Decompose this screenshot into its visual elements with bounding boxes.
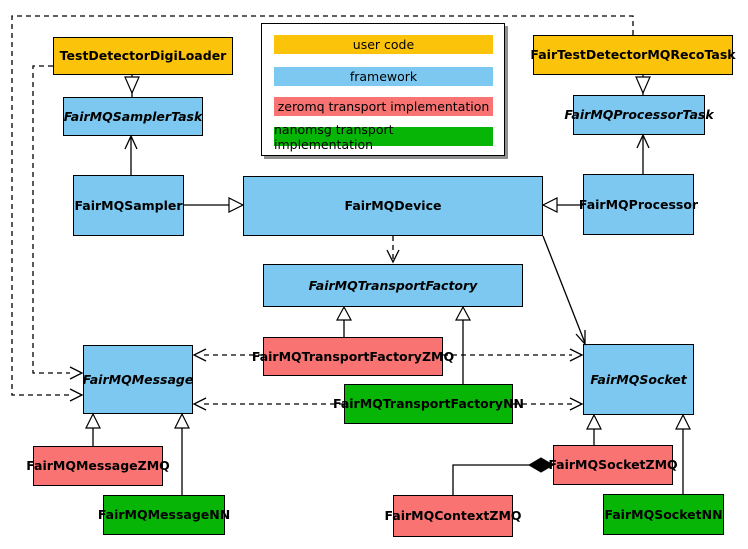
edge-factoryzmq-socket	[443, 348, 584, 362]
node-fairmq-message: FairMQMessage	[83, 345, 193, 414]
legend-item-framework: framework	[274, 67, 493, 86]
open-arrow-icon	[386, 249, 400, 264]
edge-messagenn-message	[174, 412, 190, 495]
hollow-triangle-icon	[675, 413, 691, 430]
node-fairmq-sampler-task: FairMQSamplerTask	[63, 97, 203, 136]
node-test-detector-digi-loader: TestDetectorDigiLoader	[53, 37, 233, 75]
hollow-triangle-icon	[228, 197, 245, 213]
edge-factoryzmq-factory	[335, 305, 353, 337]
edge-processor-device	[541, 197, 583, 213]
node-fairmq-socket: FairMQSocket	[583, 344, 694, 415]
legend-label: nanomsg transport implementation	[274, 121, 394, 152]
node-fairmq-socket-nn: FairMQSocketNN	[603, 494, 724, 535]
edge-device-factory	[386, 236, 400, 264]
edge-factorynn-message	[192, 397, 344, 411]
edge-recotask-processortask	[635, 75, 651, 95]
hollow-triangle-icon	[174, 412, 190, 429]
open-arrow-icon	[575, 330, 586, 346]
edge-socketzmq-socket	[586, 413, 602, 445]
edge-contextzmq-socketzmq	[452, 457, 554, 495]
node-fairmq-transport-factory: FairMQTransportFactory	[263, 264, 523, 307]
edge-sampler-device	[184, 197, 245, 213]
hollow-triangle-icon	[586, 413, 602, 430]
edge-processor-processortask	[636, 133, 650, 174]
open-arrow-icon	[569, 397, 584, 411]
edge-device-socket	[542, 235, 586, 346]
open-arrow-icon	[636, 133, 650, 149]
open-arrow-icon	[124, 134, 138, 150]
node-fairmq-transport-factory-nn: FairMQTransportFactoryNN	[333, 384, 524, 424]
legend-label: zeromq transport implementation	[277, 99, 490, 114]
open-arrow-icon	[192, 397, 207, 411]
edge-sampler-samplertask	[124, 134, 138, 175]
node-fair-test-detector-mq-reco-task: FairTestDetectorMQRecoTask	[530, 35, 736, 75]
hollow-triangle-icon	[85, 412, 101, 429]
open-arrow-icon	[69, 366, 84, 380]
open-arrow-icon	[192, 348, 207, 362]
legend-label: user code	[352, 37, 415, 52]
node-fairmq-device: FairMQDevice	[243, 176, 543, 236]
open-arrow-icon	[569, 348, 584, 362]
hollow-triangle-icon	[124, 76, 140, 95]
hollow-triangle-icon	[454, 305, 472, 321]
legend-item-user-code: user code	[274, 35, 493, 54]
hollow-triangle-icon	[335, 305, 353, 321]
edge-digiloader-samplertask	[124, 75, 140, 97]
legend-item-zeromq: zeromq transport implementation	[274, 97, 493, 116]
node-fairmq-processor: FairMQProcessor	[579, 174, 698, 235]
edge-socketnn-socket	[675, 413, 691, 494]
node-fairmq-sampler: FairMQSampler	[73, 175, 184, 236]
node-fairmq-processor-task: FairMQProcessorTask	[564, 95, 714, 135]
edge-messagezmq-message	[85, 412, 101, 446]
legend-box: user code framework zeromq transport imp…	[261, 23, 505, 156]
hollow-triangle-icon	[635, 76, 651, 95]
node-fairmq-message-zmq: FairMQMessageZMQ	[26, 446, 170, 486]
legend-label: framework	[349, 69, 418, 84]
hollow-triangle-icon	[541, 197, 558, 213]
node-fairmq-message-nn: FairMQMessageNN	[98, 495, 230, 535]
node-fairmq-context-zmq: FairMQContextZMQ	[384, 495, 522, 537]
open-arrow-icon	[69, 388, 84, 402]
legend-item-nanomsg: nanomsg transport implementation	[274, 122, 493, 152]
edge-factorynn-factory	[454, 305, 472, 384]
node-fairmq-transport-factory-zmq: FairMQTransportFactoryZMQ	[252, 337, 454, 376]
node-fairmq-socket-zmq: FairMQSocketZMQ	[548, 445, 678, 485]
